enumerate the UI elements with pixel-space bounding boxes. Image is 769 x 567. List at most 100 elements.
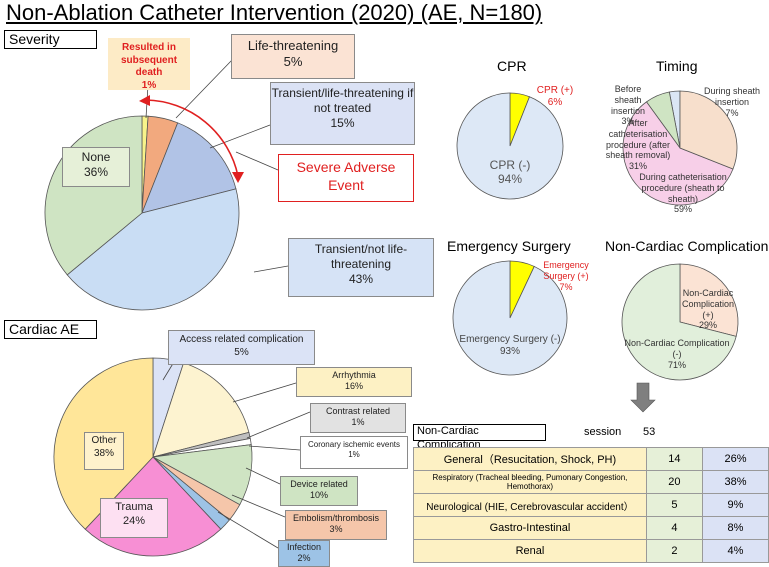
emergency-neg-pct: 93% [499,346,520,357]
access-pct: 5% [234,346,249,358]
other-label: Other 38% [84,432,124,470]
pie-slice-non-cardiac-complication [679,263,739,337]
embolism-pct: 3% [329,524,343,535]
cpr-pos-name: CPR (+) [536,85,574,96]
contrast-pct: 1% [351,417,365,428]
life-name: Life-threatening [247,38,339,53]
trauma-name: Trauma [115,501,153,513]
table-row: Respiratory (Tracheal bleeding, Pumonary… [413,470,769,494]
session-value: 53 [643,426,656,438]
row-pct: 38% [701,470,769,494]
noncardiac-title: Non-Cardiac Complication [605,238,769,254]
row-name: Respiratory (Tracheal bleeding, Pumonary… [413,470,647,494]
severity-label: Severity [4,30,97,49]
timing-during-cath-pct: 59% [673,204,692,215]
timing-pie [622,90,738,206]
row-name: Neurological (HIE, Cerebrovascular accid… [413,493,647,517]
noncardiac-pos-pct: 29% [698,320,717,331]
row-name: General（Resucitation, Shock, PH) [413,447,647,471]
timing-title: Timing [656,58,698,74]
pie-slice-cpr [456,92,564,200]
infection-name: Infection [286,542,322,552]
timing-during-sheath-label: During sheath insertion 7% [700,86,764,118]
pie-slice-emergency-surgery [452,260,568,376]
coronary-label: Coronary ischemic events 1% [300,436,408,469]
row-pct: 4% [701,539,769,563]
contrast-name: Contrast related [325,406,391,416]
table-row: Neurological (HIE, Cerebrovascular accid… [413,493,769,517]
emergency-pos-name: Emergency Surgery (+) [543,260,589,281]
coronary-name: Coronary ischemic events [307,440,401,449]
pie-slice-transient-life-threatening-if-not-treated [141,122,237,214]
life-pct: 5% [283,54,303,70]
row-count: 4 [645,516,703,540]
infection-label: Infection 2% [278,540,330,567]
emergency-neg-name: Emergency Surgery (-) [459,334,561,345]
transient-not-label: Transient/not life-threatening 43% [288,238,434,297]
coronary-pct: 1% [348,450,360,459]
none-name: None [81,150,111,164]
cpr-pie [456,92,564,200]
table-row: Renal 2 4% [413,539,769,563]
emergency-title: Emergency Surgery [447,238,571,254]
emergency-pos-pct: 7% [559,281,573,292]
death-pct: 1% [141,79,157,91]
timing-after-label: After catheterisation procedure (after s… [598,118,678,172]
page-title: Non-Ablation Catheter Intervention (2020… [6,0,543,25]
table-row: General（Resucitation, Shock, PH) 14 26% [413,447,769,471]
transient-life-label: Transient/life-threatening if not treate… [270,82,415,145]
arrhythmia-name: Arrhythmia [332,370,376,380]
device-name: Device related [290,479,348,489]
death-name: Resulted in subsequent death [120,42,178,78]
cpr-neg-name: CPR (-) [489,158,531,172]
emergency-pos-label: Emergency Surgery (+) 7% [536,260,596,292]
other-name: Other [91,435,117,446]
row-count: 2 [645,539,703,563]
timing-during-sheath-name: During sheath insertion [703,86,761,107]
noncardiac-pie [621,263,739,381]
transient-not-name: Transient/not life-threatening [314,242,408,271]
severe-arrow-end [232,172,244,183]
timing-during-cath-name: During catheterisation procedure (sheath… [639,172,727,204]
timing-before-pct: 3% [621,116,635,127]
timing-after-name: After catheterisation procedure (after s… [605,118,671,161]
embolism-label: Embolism/thrombosis 3% [285,510,387,540]
cpr-title: CPR [497,58,527,74]
cpr-pos-label: CPR (+) 6% [530,85,580,109]
device-label: Device related 10% [280,476,358,506]
row-pct: 8% [701,516,769,540]
noncardiac-neg-name: Non-Cardiac Complication (-) [624,338,730,359]
noncardiac-table: General（Resucitation, Shock, PH) 14 26% … [413,447,769,563]
cpr-neg-label: CPR (-) 94% [470,158,550,187]
life-threatening-label: Life-threatening 5% [231,34,355,79]
contrast-label: Contrast related 1% [310,403,406,433]
table-row: Gastro-Intestinal 4 8% [413,516,769,540]
trauma-pct: 24% [122,514,146,527]
noncardiac-pos-name: Non-Cardiac Complication (+) [681,288,735,320]
session-label: session [584,426,622,438]
pie-slice-after-catheterisation-procedure-after-sheath-removal [679,90,738,170]
timing-during-sheath-pct: 7% [725,107,739,118]
none-label: None 36% [62,147,130,187]
pie-slice-transient-not-life-threatening [66,188,240,311]
cpr-pos-pct: 6% [547,97,563,108]
severe-arc [145,99,239,177]
row-count: 14 [645,447,703,471]
row-name: Gastro-Intestinal [413,516,647,540]
access-name: Access related complication [179,334,304,345]
timing-before-name: Before sheath insertion [610,84,646,116]
noncardiac-pos-label: Non-Cardiac Complication (+) 29% [678,288,738,331]
device-pct: 10% [309,490,328,501]
infection-pct: 2% [297,553,311,564]
access-label: Access related complication 5% [168,330,315,365]
transient-life-pct: 15% [330,116,355,130]
row-pct: 9% [701,493,769,517]
timing-during-cath-label: During catheterisation procedure (sheath… [628,172,738,215]
other-pct: 38% [93,447,114,459]
emergency-neg-label: Emergency Surgery (-) 93% [450,334,570,358]
table-header: Non-Cardiac Complication [413,424,546,451]
arrhythmia-pct: 16% [344,381,363,392]
row-pct: 26% [701,447,769,471]
noncardiac-neg-pct: 71% [667,359,686,370]
pie-slice-non-cardiac-complication [621,263,737,381]
